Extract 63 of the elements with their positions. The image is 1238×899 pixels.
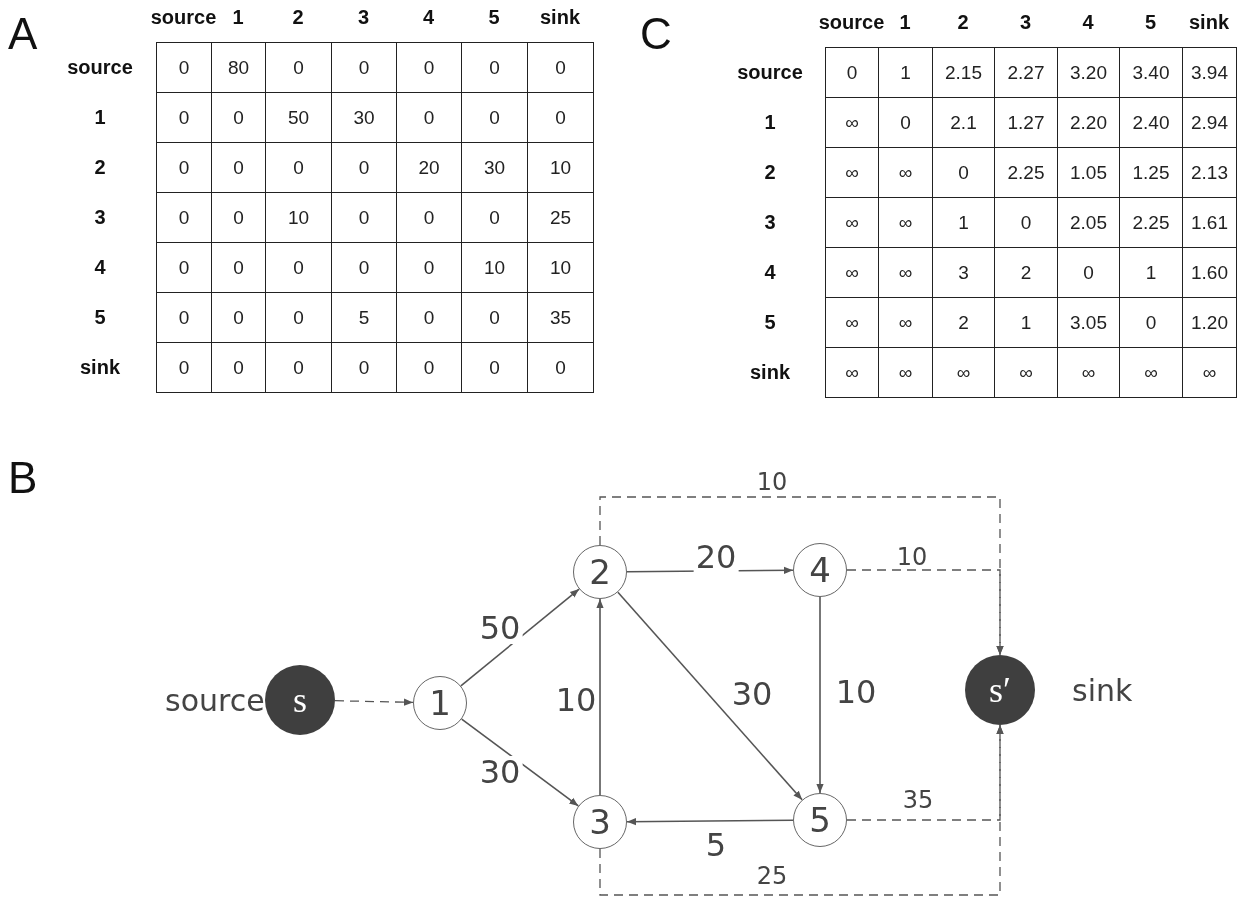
graph-node xyxy=(573,545,627,599)
column-header: 2 xyxy=(957,10,969,34)
table-cell: 0 xyxy=(156,42,212,93)
panel-letter: B xyxy=(8,456,38,500)
table-cell: ∞ xyxy=(1182,347,1237,398)
node-label: 3 xyxy=(589,802,611,842)
node-label: s′ xyxy=(989,669,1011,711)
row-header: 5 xyxy=(94,305,106,329)
column-header: 2 xyxy=(292,5,304,29)
dashed-arrow xyxy=(599,724,1004,896)
column-header: 4 xyxy=(422,5,435,29)
node-label: 5 xyxy=(809,800,831,840)
row-header: 3 xyxy=(94,205,106,229)
table-cell: 0 xyxy=(527,342,594,393)
arrow xyxy=(460,718,580,807)
row-header: sink xyxy=(80,355,120,379)
column-header: 5 xyxy=(488,5,500,29)
row-header: 2 xyxy=(764,160,776,184)
table-cell: 0 xyxy=(527,42,594,93)
dashed-arrow xyxy=(846,569,1004,656)
graph-node xyxy=(413,676,467,730)
arrow xyxy=(596,598,604,796)
column-header: 1 xyxy=(232,5,244,29)
row-header: 4 xyxy=(764,260,776,284)
column-header: sink xyxy=(1189,10,1229,34)
table-cell: 0 xyxy=(156,342,212,393)
arrow xyxy=(626,818,794,826)
column-header: 3 xyxy=(357,5,370,29)
column-header: source xyxy=(818,10,885,34)
panel-letter: C xyxy=(640,12,672,56)
row-header: sink xyxy=(750,360,790,384)
column-header: sink xyxy=(540,5,580,29)
arrow xyxy=(617,591,803,801)
row-header: 4 xyxy=(94,255,106,279)
column-header: 1 xyxy=(899,10,911,34)
table-cell: ∞ xyxy=(825,347,879,398)
graph-node xyxy=(573,795,627,849)
row-header: 1 xyxy=(764,110,776,134)
node-label: s xyxy=(293,679,307,721)
row-header: 3 xyxy=(764,210,776,234)
dashed-arrow xyxy=(599,496,1004,656)
table-cell: 3.94 xyxy=(1182,47,1237,98)
row-header: 5 xyxy=(764,310,776,334)
node-caption: sink xyxy=(1072,672,1133,708)
graph-node xyxy=(793,793,847,847)
row-header: source xyxy=(737,60,803,84)
node-caption: source xyxy=(165,682,265,718)
row-header: 1 xyxy=(94,105,106,129)
node-label: 4 xyxy=(809,550,831,590)
graph-node xyxy=(793,543,847,597)
panel-letter: A xyxy=(8,12,38,56)
row-header: source xyxy=(67,55,133,79)
node-label: 1 xyxy=(429,683,451,723)
row-header: 2 xyxy=(94,155,106,179)
table-cell: 0 xyxy=(825,47,879,98)
arrow xyxy=(460,588,580,687)
column-header: 5 xyxy=(1144,10,1157,34)
node-label: 2 xyxy=(589,552,611,592)
arrow xyxy=(816,596,824,794)
dashed-arrow xyxy=(334,698,414,706)
column-header: source xyxy=(150,5,217,29)
column-header: 3 xyxy=(1019,10,1032,34)
column-header: 4 xyxy=(1082,10,1094,34)
